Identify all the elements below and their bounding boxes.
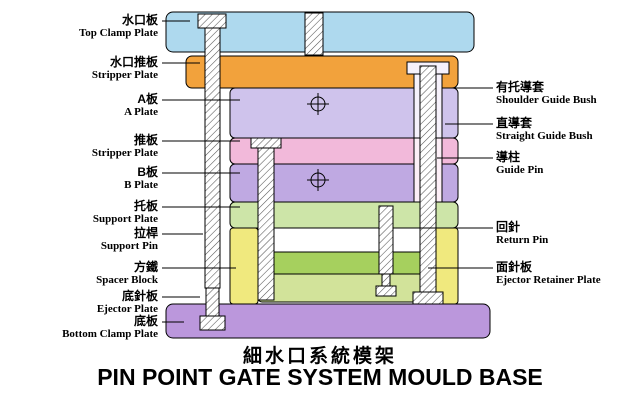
label-en: Ejector Plate xyxy=(96,303,158,315)
label-en: Return Pin xyxy=(496,234,549,246)
spacer-block-left xyxy=(229,227,259,305)
label-cn: 托板 xyxy=(133,199,158,213)
label-cn: 水口板 xyxy=(121,13,158,27)
support-pin-screw-shaft xyxy=(205,287,220,317)
label-en: Support Pin xyxy=(100,240,158,252)
label-en: Support Plate xyxy=(92,213,158,225)
datum-target-lower xyxy=(307,169,329,191)
support-plate xyxy=(229,201,459,229)
label-cn: 回針 xyxy=(496,220,521,234)
label-en: Stripper Plate xyxy=(91,147,158,159)
label-support-plate: 托板 Support Plate xyxy=(0,199,158,226)
puller-pin-head xyxy=(250,137,282,149)
label-en: B Plate xyxy=(124,179,158,191)
label-straight-guide-bush: 直導套 Straight Guide Bush xyxy=(496,116,638,143)
label-en: Top Clamp Plate xyxy=(78,27,158,39)
label-a-plate: A板 A Plate xyxy=(0,92,158,119)
label-ejector-plate: 底針板 Ejector Plate xyxy=(0,289,158,316)
support-pin-head xyxy=(197,13,227,29)
label-cn: 有托導套 xyxy=(496,80,545,94)
label-bottom-clamp-plate: 底板 Bottom Clamp Plate xyxy=(0,314,158,341)
return-pin-bolt-head xyxy=(375,285,397,297)
label-en: Ejector Retainer Plate xyxy=(496,274,601,286)
title-chinese: 細水口系統模架 xyxy=(242,346,397,367)
label-ejector-retainer-plate: 面針板 Ejector Retainer Plate xyxy=(496,260,638,287)
label-cn: 導柱 xyxy=(496,150,521,164)
ejector-plate xyxy=(257,273,431,303)
support-pin-shaft xyxy=(204,27,221,289)
label-en: Stripper Plate xyxy=(91,69,158,81)
label-cn: 水口推板 xyxy=(109,55,158,69)
label-stripper-plate: 推板 Stripper Plate xyxy=(0,133,158,160)
label-en: A Plate xyxy=(124,106,158,118)
label-en: Shoulder Guide Bush xyxy=(496,94,597,106)
label-spacer-block: 方鐵 Spacer Block xyxy=(0,260,158,287)
label-cn: 面針板 xyxy=(496,260,533,274)
label-b-plate: B板 B Plate xyxy=(0,165,158,192)
label-en: Spacer Block xyxy=(96,274,158,286)
return-pin xyxy=(378,205,394,275)
label-cn: 底板 xyxy=(133,314,158,328)
puller-pin-shaft xyxy=(257,147,275,301)
support-pin-screw-head xyxy=(199,315,226,331)
sprue-bush xyxy=(304,12,324,56)
label-shoulder-guide-bush: 有托導套 Shoulder Guide Bush xyxy=(496,80,638,107)
label-cn: B板 xyxy=(137,165,158,179)
guide-pin-head xyxy=(412,291,444,305)
label-en: Straight Guide Bush xyxy=(496,130,593,142)
label-top-clamp-plate: 水口板 Top Clamp Plate xyxy=(0,13,158,40)
label-en: Bottom Clamp Plate xyxy=(62,328,158,340)
return-pin-bolt-shaft xyxy=(381,273,391,287)
label-cn: 拉桿 xyxy=(133,226,158,240)
label-cn: 方鐵 xyxy=(133,260,158,274)
label-cn: A板 xyxy=(137,92,158,106)
guide-pin xyxy=(419,65,437,293)
label-cn: 推板 xyxy=(133,133,158,147)
label-return-pin: 回針 Return Pin xyxy=(496,220,638,247)
ejector-retainer-plate xyxy=(257,251,431,275)
label-guide-pin: 導柱 Guide Pin xyxy=(496,150,638,177)
label-cn: 底針板 xyxy=(121,289,158,303)
leader-lines-right xyxy=(396,87,493,269)
leader-lines-left xyxy=(162,20,240,323)
title-english: PIN POINT GATE SYSTEM MOULD BASE xyxy=(97,364,543,390)
label-runner-stripper-plate: 水口推板 Stripper Plate xyxy=(0,55,158,82)
label-en: Guide Pin xyxy=(496,164,544,176)
label-cn: 直導套 xyxy=(496,116,533,130)
datum-target-upper xyxy=(307,93,329,115)
label-support-pin: 拉桿 Support Pin xyxy=(0,226,158,253)
bottom-clamp-plate xyxy=(165,303,491,339)
